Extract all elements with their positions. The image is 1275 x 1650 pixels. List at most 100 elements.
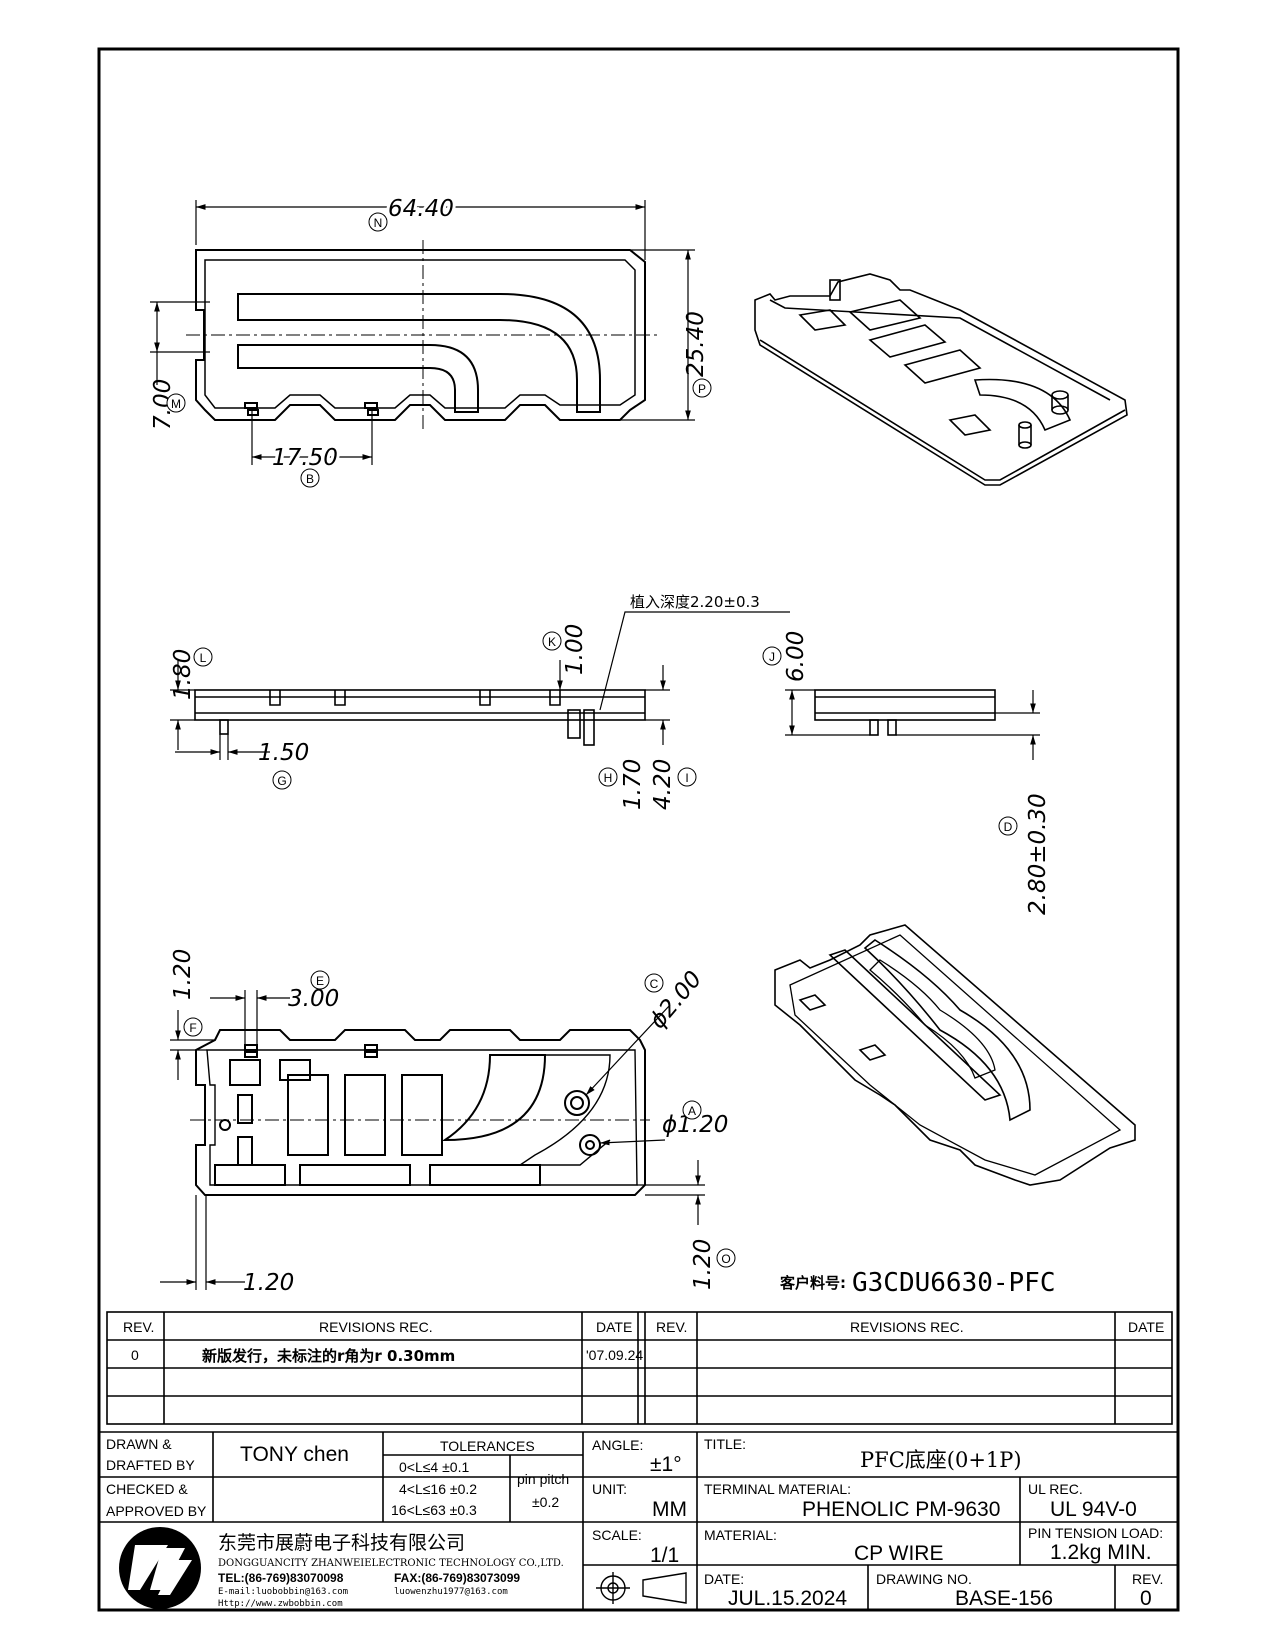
dim-b-marker [300,468,320,488]
company-name-cn: 东莞市展蔚电子科技有限公司 [218,1532,465,1554]
dimension-a [599,1139,666,1146]
revision-row-text: 新版发行，未标注的r角为r 0.30mm [202,1347,455,1365]
tolerance-3: 16<L≤63 ±0.3 [391,1502,477,1518]
dim-h-value: 1.70 [620,759,646,810]
dim-d-letter: D [1004,820,1013,834]
date-header-left: DATE [596,1319,632,1335]
drawing-no-value: BASE-156 [955,1587,1053,1610]
side-view-front [194,689,646,746]
dimension-d [896,690,1040,760]
drawn-value: TONY chen [240,1443,349,1466]
revision-row-rev: 0 [131,1347,139,1363]
dim-j-value: 6.00 [783,631,809,682]
dim-n-letter: N [374,216,383,230]
dim-j-letter: J [769,650,775,664]
dim-n-value: 64.40 [388,196,454,222]
dimension-m [150,301,210,385]
customer-part-value: G3CDU6630-PFC [852,1268,1056,1298]
company-email-2: luowenzhu1977@163.com [394,1587,508,1597]
dim-i-value: 4.20 [650,759,676,810]
top-view-centerlines [186,240,660,430]
scale-value: 1/1 [650,1544,679,1567]
angle-label: ANGLE: [592,1437,643,1453]
tolerance-1: 0<L≤4 ±0.1 [399,1459,469,1475]
dimension-b [251,408,373,465]
checked-label-2: APPROVED BY [106,1503,207,1519]
pin-tension-value: 1.2kg MIN. [1050,1541,1152,1564]
title-block-grid [99,1431,1178,1610]
revision-row-date: '07.09.24 [586,1347,643,1363]
dim-e-letter: E [316,974,324,988]
dim-b-letter: B [306,472,314,486]
dimension-f [170,1010,215,1080]
dim-p-letter: P [698,382,706,396]
dim-d-marker [998,816,1018,836]
dim-f-marker [183,1017,203,1037]
dim-e-value: 3.00 [288,986,339,1012]
sheet-border [97,47,1180,1612]
dim-h-letter: H [604,771,613,785]
pin-tension-label: PIN TENSION LOAD: [1028,1525,1163,1541]
dim-f-value: 1.20 [170,949,196,1000]
dim-j-marker [762,646,782,666]
rev-header-right: REV. [656,1319,687,1335]
drawn-label-1: DRAWN & [106,1436,172,1452]
unit-label: UNIT: [592,1481,627,1497]
dim-p-value: 25.40 [683,311,709,377]
dimension-j [785,689,870,736]
iso-view-bottom [774,924,1136,1186]
dimension-hi [645,665,670,745]
company-email-1: E-mail:luobobbin@163.com [218,1587,348,1597]
rev-value: 0 [1140,1587,1152,1610]
company-logo [119,1527,201,1609]
iso-view-top [754,273,1128,486]
material-label: MATERIAL: [704,1527,777,1543]
dim-k-marker [542,631,562,651]
top-view [195,249,646,421]
rev-label: REV. [1132,1571,1163,1587]
dim-f-letter: F [189,1021,196,1035]
dimension-g [175,734,270,760]
dim-l-value: 1.80 [170,649,196,700]
material-value: CP WIRE [854,1542,943,1565]
date-value: JUL.15.2024 [728,1587,847,1610]
dimension-e [210,990,290,1045]
dim-c-letter: C [650,977,659,991]
dim-bottom-left-value: 1.20 [243,1270,294,1296]
dimension-bottom-left [160,1195,245,1290]
company-tel: TEL:(86-769)83070098 [218,1571,344,1585]
drawn-label-2: DRAFTED BY [106,1457,195,1473]
title-label: TITLE: [704,1436,746,1452]
dimension-l [170,660,195,750]
dim-g-marker [272,770,292,790]
dim-a-marker [682,1100,702,1120]
side-view-end [814,689,996,736]
terminal-material-value: PHENOLIC PM-9630 [802,1498,1000,1521]
insert-depth-leader [599,611,790,711]
rec-header-left: REVISIONS REC. [319,1319,433,1335]
date-header-right: DATE [1128,1319,1164,1335]
drawing-no-label: DRAWING NO. [876,1571,972,1587]
dim-o-letter: O [721,1252,730,1266]
dim-d-value: 2.80±0.30 [1025,793,1051,915]
insert-depth-note: 植入深度2.20±0.3 [630,593,760,611]
ul-rec-value: UL 94V-0 [1050,1498,1137,1521]
angle-value: ±1° [650,1453,682,1476]
rev-header-left: REV. [123,1319,154,1335]
pin-pitch-value: ±0.2 [532,1494,559,1510]
dim-i-marker [677,767,697,787]
dimension-p [620,249,695,421]
title-value: PFC底座(0+1P) [860,1448,1022,1472]
date-label: DATE: [704,1571,744,1587]
company-web: Http://www.zwbobbin.com [218,1599,343,1609]
checked-label-1: CHECKED & [106,1481,188,1497]
company-name-en: DONGGUANCITY ZHANWEIELECTRONIC TECHNOLOG… [218,1558,564,1569]
dim-g-letter: G [277,774,286,788]
dim-b-value: 17.50 [272,445,338,471]
tolerances-title: TOLERANCES [440,1438,535,1454]
dim-m-marker [166,393,186,413]
terminal-material-label: TERMINAL MATERIAL: [704,1481,851,1497]
scale-label: SCALE: [592,1527,642,1543]
company-fax: FAX:(86-769)83073099 [394,1571,520,1585]
